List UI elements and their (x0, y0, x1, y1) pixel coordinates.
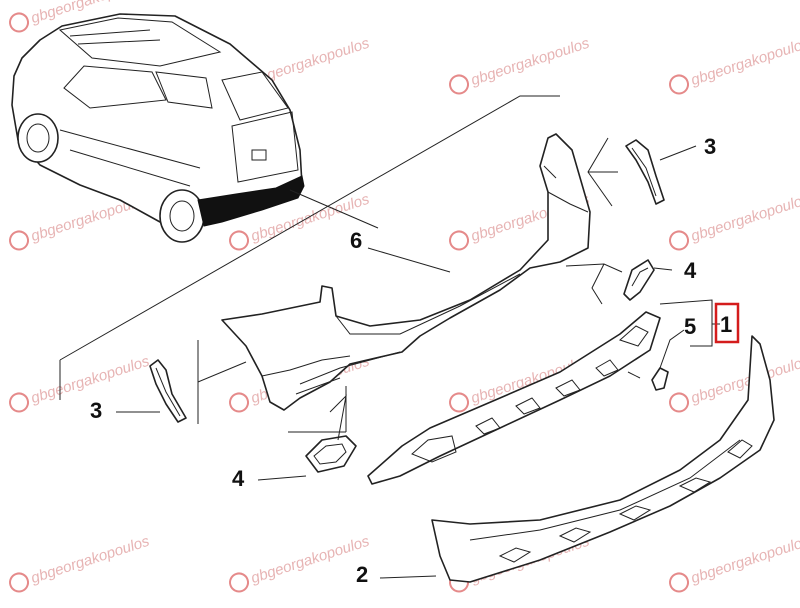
watermark: gbgeorgakopoulos (669, 35, 800, 95)
gb-logo-icon (449, 230, 470, 251)
gb-logo-icon (9, 230, 30, 251)
gb-logo-icon (449, 74, 470, 95)
gb-logo-icon (229, 572, 250, 593)
leader-line (288, 386, 347, 433)
callout-1: 1 (720, 312, 732, 337)
callout-layer: 3 6 4 5 1 3 4 2 (90, 134, 740, 587)
gb-logo-icon (9, 12, 30, 33)
gb-logo-icon (669, 392, 690, 413)
callout-3-left: 3 (90, 398, 102, 423)
callout-3-right: 3 (704, 134, 716, 159)
leader-line (659, 329, 685, 369)
gb-logo-icon (669, 230, 690, 251)
part-4-left-insert (305, 435, 357, 473)
watermark: gbgeorgakopoulos (669, 353, 800, 413)
part-2-lower-trim (431, 335, 775, 583)
watermark-text: gbgeorgakopoulos (689, 191, 800, 245)
watermark: gbgeorgakopoulos (669, 191, 800, 251)
part-4-right-insert (623, 259, 655, 301)
leader-line (627, 371, 641, 379)
part-5-cap (651, 367, 669, 391)
gb-logo-icon (9, 572, 30, 593)
leader-line (197, 340, 247, 424)
callout-4-left: 4 (232, 466, 245, 491)
callout-6: 6 (350, 228, 362, 253)
leader-line (59, 95, 560, 361)
watermark-text: gbgeorgakopoulos (469, 35, 592, 89)
part-6-rear-bumper (221, 133, 591, 411)
watermark-text: gbgeorgakopoulos (689, 533, 800, 587)
leader-line (257, 475, 307, 481)
watermark-text: gbgeorgakopoulos (689, 35, 800, 89)
gb-logo-icon (669, 572, 690, 593)
gb-logo-icon (229, 392, 250, 413)
callout-4-right: 4 (684, 258, 697, 283)
watermark-text: gbgeorgakopoulos (29, 533, 152, 587)
part-3-left-trim (149, 359, 187, 423)
watermark: gbgeorgakopoulos (449, 35, 592, 95)
watermark: gbgeorgakopoulos (9, 353, 152, 413)
part-1-bumper-assembly (367, 311, 661, 485)
gb-logo-icon (669, 74, 690, 95)
part-3-right-trim (625, 139, 665, 205)
callout-5: 5 (684, 314, 696, 339)
watermark: gbgeorgakopoulos (669, 533, 800, 593)
leader-line (659, 145, 697, 161)
watermark: gbgeorgakopoulos (229, 533, 372, 593)
gb-logo-icon (9, 392, 30, 413)
leader-line (329, 394, 347, 441)
watermark-text: gbgeorgakopoulos (249, 533, 372, 587)
leader-line (565, 263, 623, 305)
gb-logo-icon (229, 230, 250, 251)
leader-line (367, 247, 451, 273)
leader-line (653, 267, 673, 271)
gb-logo-icon (449, 392, 470, 413)
watermark-text: gbgeorgakopoulos (689, 353, 800, 407)
callout-2: 2 (356, 562, 368, 587)
leader-line (379, 575, 437, 579)
car-illustration (11, 13, 379, 243)
watermark: gbgeorgakopoulos (9, 533, 152, 593)
callout-1-highlight (714, 302, 740, 344)
